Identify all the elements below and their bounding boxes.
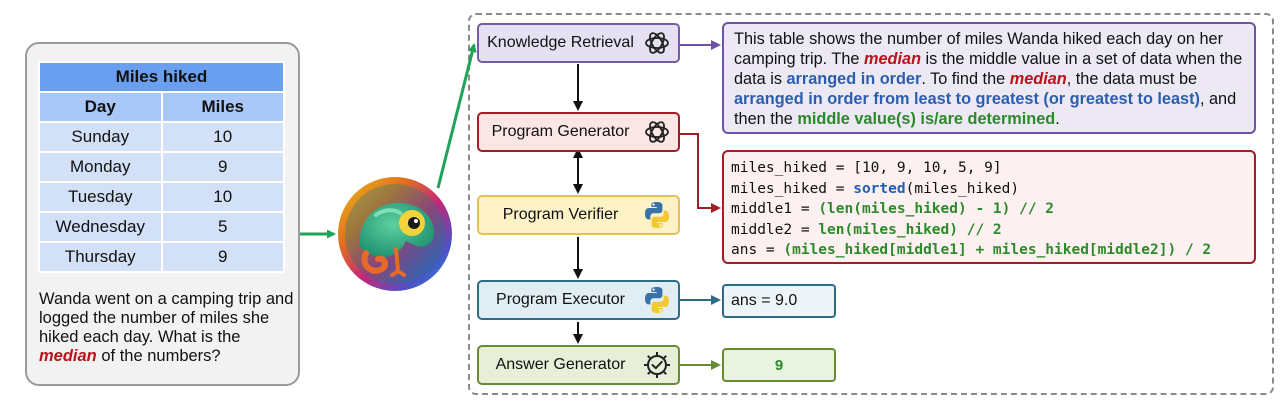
table-cell-miles: 10 <box>160 121 285 153</box>
table-cell-miles: 9 <box>160 151 285 183</box>
table-row: Wednesday 5 <box>38 211 285 243</box>
table-cell-day: Sunday <box>38 121 163 153</box>
table-row: Tuesday 10 <box>38 181 285 213</box>
code-line: ans = (miles_hiked[middle1] + miles_hike… <box>731 242 1212 258</box>
question-text: Wanda went on a camping trip and logged … <box>39 290 294 366</box>
table-cell-day: Thursday <box>38 241 163 273</box>
table-cell-day: Wednesday <box>38 211 163 243</box>
knowledge-text: This table shows the number of miles Wan… <box>734 30 1224 68</box>
module-program-executor: Program Executor <box>477 280 680 320</box>
python-icon <box>645 287 669 313</box>
question-keyword: median <box>39 347 97 365</box>
knowledge-text: , and then the <box>734 90 1237 128</box>
code-line: middle1 = (len(miles_hiked) - 1) // 2 <box>731 201 1055 217</box>
module-program-generator: Program Generator <box>477 112 680 152</box>
knowledge-text: is the middle value in a set of data whe… <box>734 50 1243 88</box>
code-line: miles_hiked = [10, 9, 10, 5, 9] <box>731 160 1002 176</box>
knowledge-highlight: arranged in order <box>786 70 922 88</box>
knowledge-highlight: arranged in order from least to greatest… <box>734 90 1200 108</box>
module-program-verifier: Program Verifier <box>477 195 680 235</box>
program-code: miles_hiked = [10, 9, 10, 5, 9] miles_hik… <box>722 150 1256 264</box>
knowledge-keyword-median: median <box>1009 70 1067 88</box>
module-label: Program Executor <box>496 291 625 308</box>
final-answer: 9 <box>722 348 836 382</box>
module-label: Answer Generator <box>495 356 626 373</box>
knowledge-keyword-median: median <box>864 50 922 68</box>
table-row: Monday 9 <box>38 151 285 183</box>
code-line: middle2 = len(miles_hiked) // 2 <box>731 221 1002 238</box>
table-row: Sunday 10 <box>38 121 285 153</box>
module-label: Program Generator <box>491 123 630 140</box>
knowledge-text: , the data must be <box>1066 70 1198 88</box>
chameleon-logo <box>338 177 452 291</box>
openai-icon <box>645 121 669 143</box>
knowledge-text: . To find the <box>921 70 1010 88</box>
execution-output: ans = 9.0 <box>722 284 836 318</box>
table-row: Thursday 9 <box>38 241 285 273</box>
openai-icon <box>645 32 669 54</box>
pipeline-container <box>468 13 1274 395</box>
gear-check-icon <box>644 352 670 378</box>
module-label: Program Verifier <box>502 206 619 223</box>
table-header-miles: Miles <box>160 91 285 123</box>
table-cell-day: Tuesday <box>38 181 163 213</box>
module-knowledge-retrieval: Knowledge Retrieval <box>477 23 680 63</box>
code-line: miles_hiked = sorted(miles_hiked) <box>731 180 1020 197</box>
problem-card: Miles hiked Day Miles Sunday 10 Monday 9… <box>25 42 300 386</box>
module-answer-generator: Answer Generator <box>477 345 680 385</box>
table-cell-day: Monday <box>38 151 163 183</box>
knowledge-output: This table shows the number of miles Wan… <box>722 22 1256 134</box>
table-title: Miles hiked <box>38 61 285 93</box>
table-cell-miles: 9 <box>160 241 285 273</box>
knowledge-text: . <box>1055 110 1060 128</box>
table-header-day: Day <box>38 91 163 123</box>
question-post: of the numbers? <box>96 347 221 365</box>
table-cell-miles: 10 <box>160 181 285 213</box>
python-icon <box>645 202 669 228</box>
miles-table: Miles hiked Day Miles Sunday 10 Monday 9… <box>38 61 285 273</box>
table-cell-miles: 5 <box>160 211 285 243</box>
question-pre: Wanda went on a camping trip and logged … <box>39 290 294 346</box>
module-label: Knowledge Retrieval <box>487 34 634 51</box>
knowledge-highlight: middle value(s) is/are determined <box>797 110 1056 128</box>
